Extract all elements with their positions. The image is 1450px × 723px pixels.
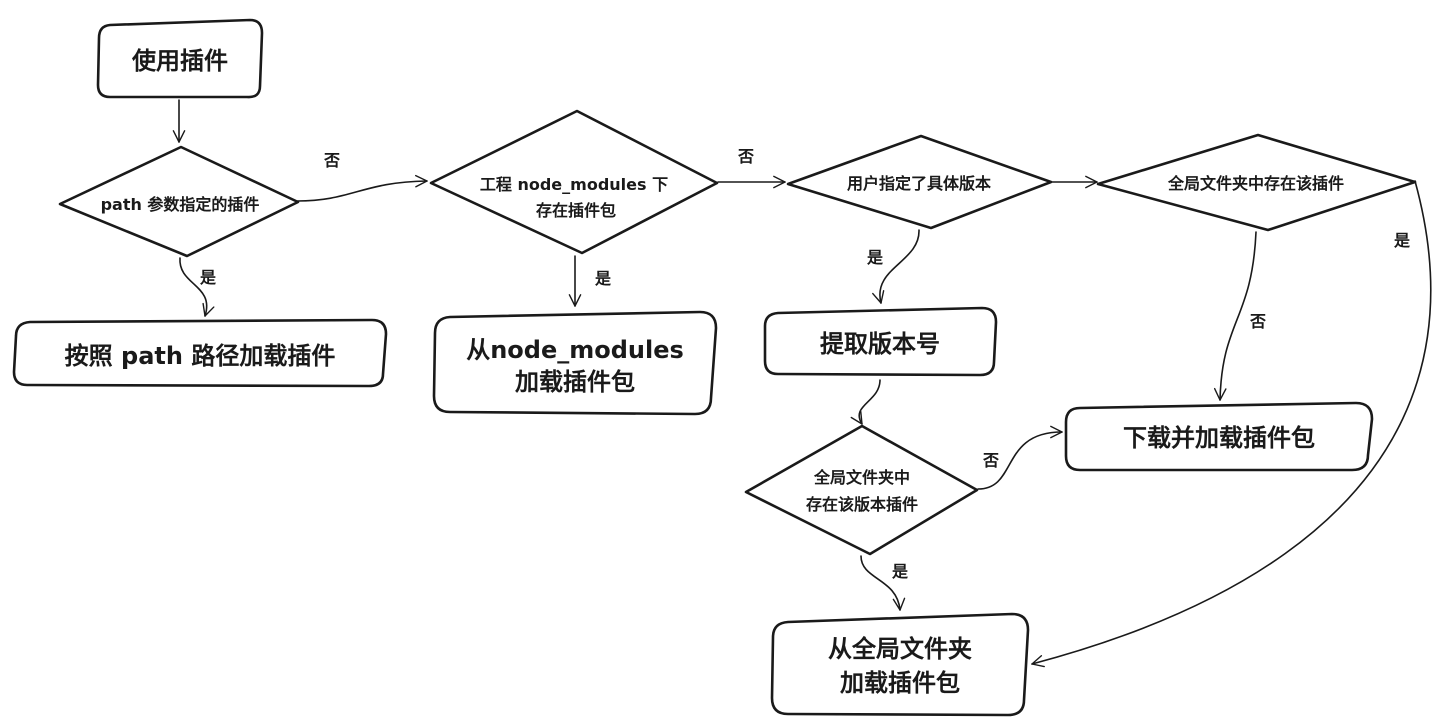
decision-global-has-version-line-1: 全局文件夹中	[813, 468, 910, 487]
edge-path-check-to-load-by-path	[179, 257, 215, 317]
label-yes: 是	[1393, 231, 1410, 250]
label-yes: 是	[594, 269, 611, 288]
edge-labels: 是 否 是 否 是 否 是 否 是	[199, 147, 1410, 581]
edge-extract-version-to-global-version-check	[850, 379, 881, 425]
decision-global-has-version-line-2: 存在该版本插件	[806, 495, 918, 514]
decision-global-has-plugin: 全局文件夹中存在该插件	[1096, 133, 1417, 232]
decision-node-modules-line-2: 存在插件包	[536, 201, 616, 220]
process-extract-version: 提取版本号	[763, 306, 998, 377]
edge-global-plugin-check-to-download	[1213, 231, 1257, 401]
decision-global-has-version: 全局文件夹中 存在该版本插件	[744, 424, 979, 556]
edge-global-plugin-check-to-load-global	[1031, 180, 1432, 668]
process-load-from-global: 从全局文件夹 加载插件包	[770, 612, 1030, 717]
label-no: 否	[323, 151, 340, 170]
decision-node-modules-has-package: 工程 node_modules 下 存在插件包	[429, 109, 719, 255]
process-extract-version-label: 提取版本号	[820, 330, 940, 358]
decision-version-specified: 用户指定了具体版本	[786, 134, 1053, 230]
label-no: 否	[982, 451, 999, 470]
process-load-from-node-modules: 从node_modules 加载插件包	[432, 310, 718, 416]
edge-path-check-to-node-modules-check	[296, 174, 428, 202]
process-download-and-load: 下载并加载插件包	[1064, 401, 1374, 472]
process-load-by-path: 按照 path 路径加载插件	[12, 318, 388, 388]
process-load-by-path-label: 按照 path 路径加载插件	[65, 342, 336, 370]
label-yes: 是	[199, 268, 216, 287]
decision-global-has-plugin-label: 全局文件夹中存在该插件	[1167, 174, 1344, 193]
edges	[172, 99, 1432, 668]
process-load-from-node-modules-line-2: 加载插件包	[515, 368, 635, 396]
decision-node-modules-line-1: 工程 node_modules 下	[480, 175, 668, 194]
start-node-label: 使用插件	[131, 47, 228, 75]
edge-global-version-check-to-download	[977, 425, 1063, 490]
edge-global-version-check-to-load-global	[860, 555, 906, 611]
label-yes: 是	[891, 562, 908, 581]
edge-version-check-to-extract-version	[872, 229, 920, 304]
process-load-from-global-line-1: 从全局文件夹	[828, 635, 972, 663]
process-load-from-global-line-2: 加载插件包	[840, 669, 960, 697]
start-node: 使用插件	[96, 18, 264, 99]
label-no: 否	[737, 147, 754, 166]
process-download-and-load-label: 下载并加载插件包	[1123, 424, 1315, 452]
decision-version-specified-label: 用户指定了具体版本	[847, 174, 991, 193]
label-yes: 是	[866, 248, 883, 267]
process-load-from-node-modules-line-1: 从node_modules	[466, 336, 684, 364]
label-no: 否	[1249, 312, 1266, 331]
decision-path-specified-label: path 参数指定的插件	[101, 195, 260, 214]
decision-path-specified: path 参数指定的插件	[58, 145, 300, 258]
